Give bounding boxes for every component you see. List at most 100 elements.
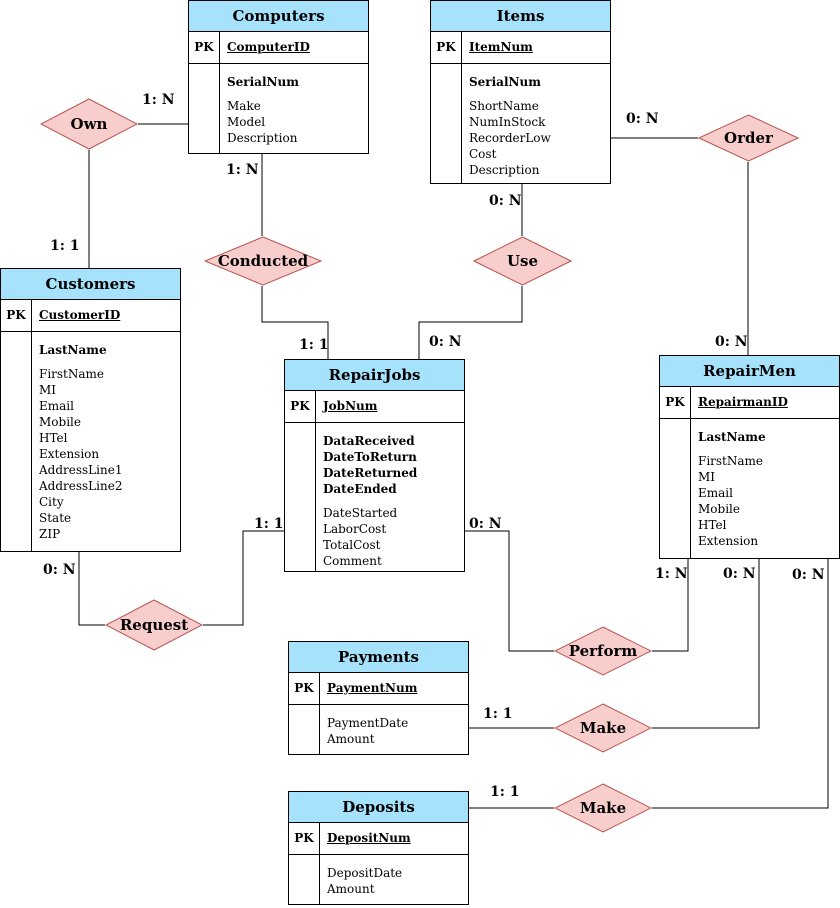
attribute: DateStarted (323, 506, 398, 520)
attribute-gutter (285, 423, 316, 571)
attribute-gutter (431, 64, 462, 183)
cardinality-use-repairjobs: 0: N (429, 334, 462, 350)
diamond-shape (105, 599, 203, 651)
relationship-make-deposit[interactable]: Make (554, 783, 652, 833)
diamond-shape (698, 114, 799, 162)
make-deposit-repairmen-line (652, 559, 829, 809)
relationship-own[interactable]: Own (40, 98, 138, 150)
primary-key-field: PaymentNum (327, 681, 418, 695)
pk-label: PK (289, 673, 320, 704)
cardinality-make-deposit-deposits: 1: 1 (490, 784, 520, 800)
cardinality-order-repairmen: 0: N (715, 334, 748, 350)
attribute: RecorderLow (469, 131, 551, 145)
required-attribute: SerialNum (469, 75, 541, 89)
relationship-request[interactable]: Request (105, 599, 203, 651)
relationship-use[interactable]: Use (473, 236, 572, 286)
attribute: MI (39, 383, 57, 397)
attribute-gutter (1, 332, 32, 551)
entity-title: Deposits (289, 792, 468, 823)
required-attribute: DateToReturn (323, 450, 417, 464)
required-attribute: DataReceived (323, 434, 415, 448)
cardinality-perform-repairmen: 1: N (655, 566, 688, 582)
primary-key-row: PK PaymentNum (289, 673, 468, 705)
required-attribute: DateReturned (323, 466, 418, 480)
relationship-label: Order (724, 129, 773, 147)
relationship-perform[interactable]: Perform (554, 626, 652, 676)
relationship-make-payment[interactable]: Make (554, 703, 652, 753)
perform-repairjobs-line (465, 530, 554, 652)
cardinality-order-items: 0: N (626, 111, 659, 127)
diamond-shape (554, 703, 652, 753)
attribute: Description (469, 163, 540, 177)
entity-title: Computers (189, 1, 368, 32)
attribute-gutter (660, 419, 691, 558)
attribute: Model (227, 115, 266, 129)
attribute: DepositDate (327, 866, 403, 880)
request-repairjobs-line (203, 530, 285, 626)
relationship-label: Use (506, 252, 539, 270)
attribute: HTel (39, 431, 68, 445)
use-repairjobs-line (418, 286, 523, 359)
attribute: PaymentDate (327, 716, 409, 730)
cardinality-request-customers: 0: N (43, 562, 76, 578)
primary-key-row: PK RepairmanID (660, 387, 839, 419)
entity-title: Payments (289, 642, 468, 673)
attribute: State (39, 511, 72, 525)
attribute-gutter (289, 705, 320, 754)
required-attribute: SerialNum (227, 75, 299, 89)
conducted-repairjobs-line (261, 286, 329, 359)
attribute: Make (227, 99, 261, 113)
pk-label: PK (660, 387, 691, 418)
relationship-label: Conducted (217, 252, 309, 270)
primary-key-field: ComputerID (227, 40, 310, 54)
attribute: Description (227, 131, 298, 145)
cardinality-use-items: 0: N (489, 193, 522, 209)
diamond-shape (40, 98, 138, 150)
request-customers-line (78, 551, 105, 626)
primary-key-field: CustomerID (39, 308, 121, 322)
perform-repairmen-line (652, 559, 689, 652)
cardinality-own-computers: 1: N (142, 92, 175, 108)
cardinality-make-payment-repairmen: 0: N (723, 566, 756, 582)
primary-key-field: JobNum (323, 399, 378, 413)
pk-label: PK (289, 823, 320, 854)
entity-title: RepairMen (660, 356, 839, 387)
primary-key-field: RepairmanID (698, 395, 788, 409)
pk-label: PK (189, 32, 220, 63)
attribute: Amount (327, 732, 375, 746)
attribute: Amount (327, 882, 375, 896)
cardinality-conducted-computers: 1: N (226, 162, 259, 178)
attribute: FirstName (39, 367, 105, 381)
relationship-conducted[interactable]: Conducted (204, 236, 322, 286)
cardinality-perform-repairjobs: 0: N (469, 516, 502, 532)
attribute: AddressLine1 (39, 463, 123, 477)
attribute: Extension (39, 447, 100, 461)
cardinality-own-customers: 1: 1 (50, 238, 80, 254)
make-payment-repairmen-line (652, 559, 760, 729)
cardinality-conducted-repairjobs: 1: 1 (299, 337, 329, 353)
pk-label: PK (431, 32, 462, 63)
relationship-label: Request (119, 616, 189, 634)
required-attribute: LastName (39, 343, 107, 357)
relationship-order[interactable]: Order (698, 114, 799, 162)
